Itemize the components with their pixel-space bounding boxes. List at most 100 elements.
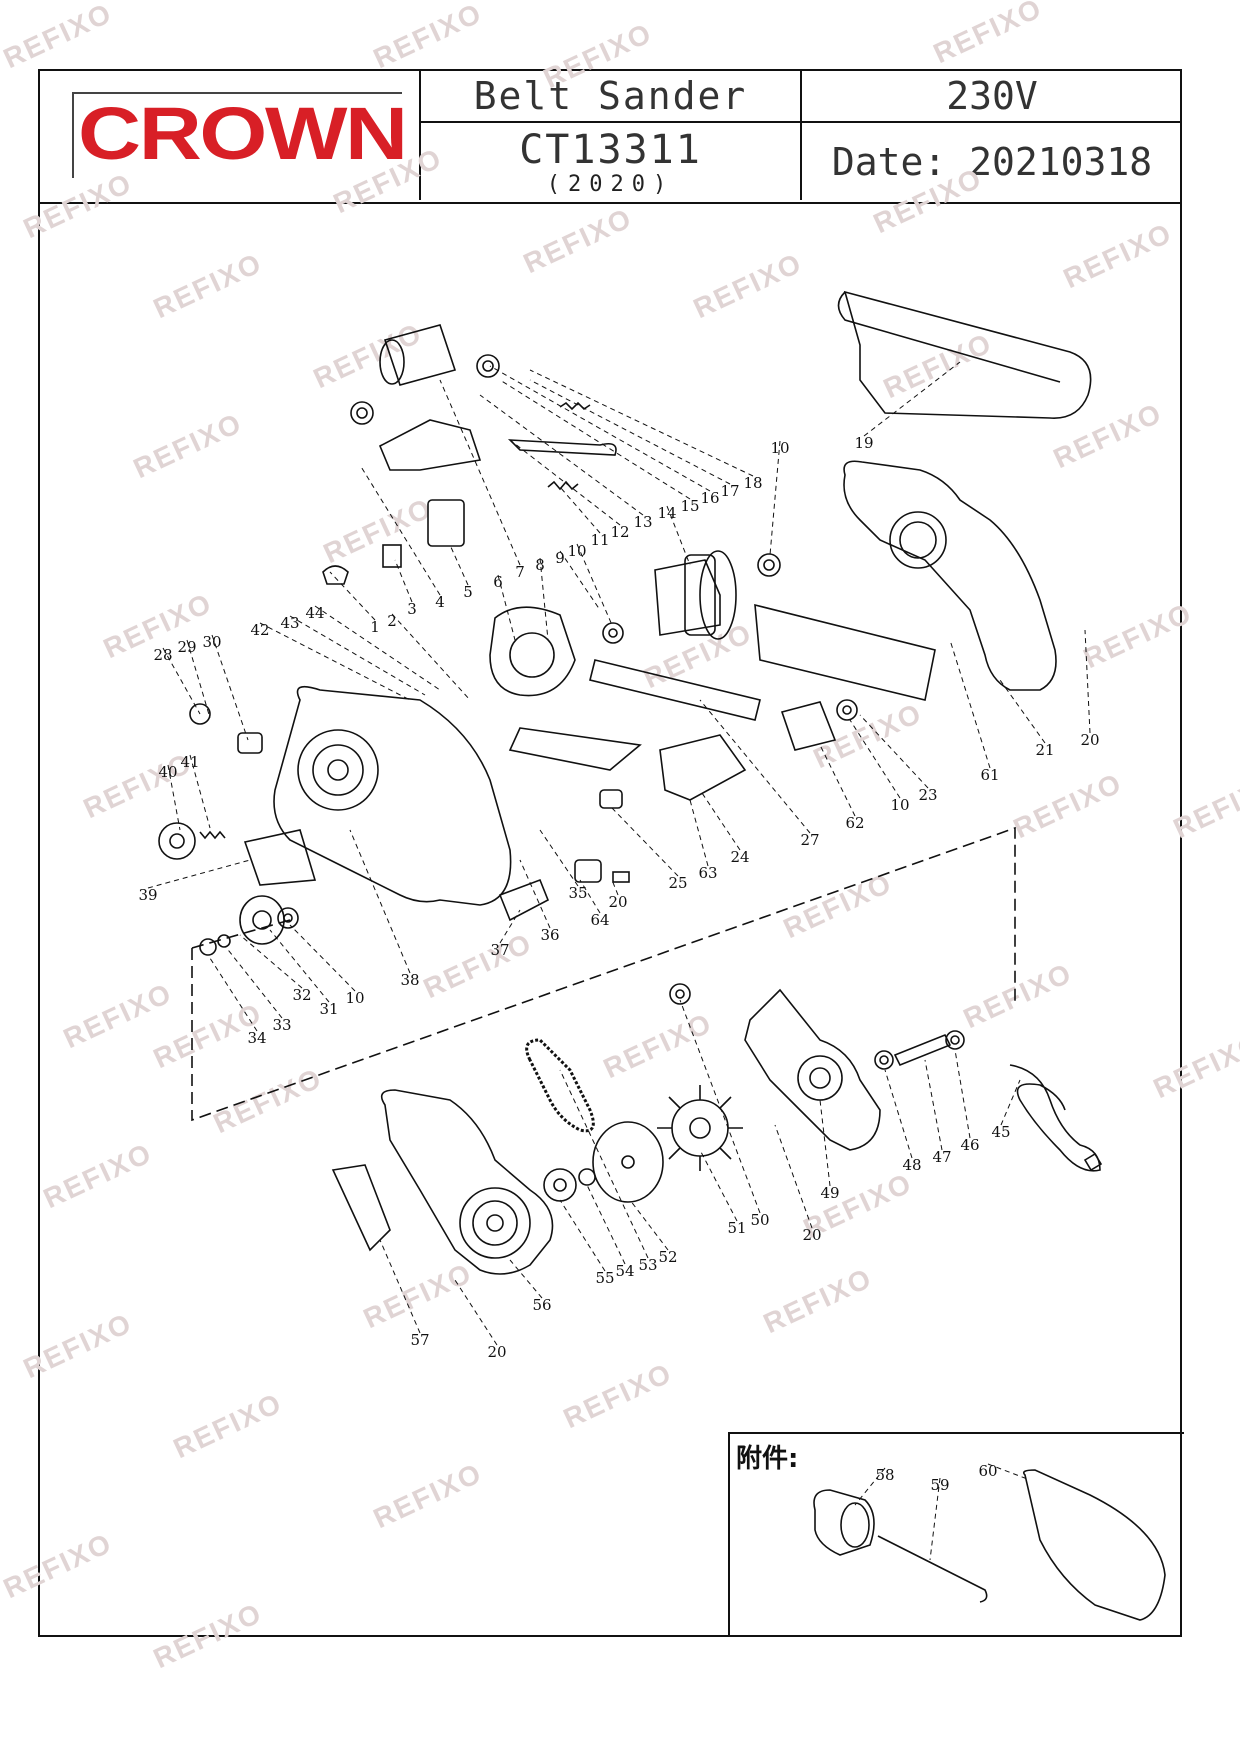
part-label-40: 40 xyxy=(158,763,177,781)
part-label-15: 15 xyxy=(680,497,699,515)
part-label-14: 14 xyxy=(657,504,676,522)
part-label-37: 37 xyxy=(490,941,509,959)
leader-line-59 xyxy=(929,1477,941,1561)
leader-line-48 xyxy=(884,1069,913,1159)
leader-line-64 xyxy=(579,879,601,914)
dust-bag xyxy=(1022,1469,1166,1621)
leader-line-21 xyxy=(999,679,1046,744)
leader-line-30 xyxy=(211,634,249,741)
part-label-18: 18 xyxy=(743,474,762,492)
leader-line-52 xyxy=(629,1199,669,1251)
leader-line-43 xyxy=(289,615,426,696)
leader-line-17 xyxy=(529,379,731,485)
part-label-55: 55 xyxy=(595,1269,614,1287)
part-label-25: 25 xyxy=(668,874,687,892)
leader-line-49 xyxy=(819,1099,831,1187)
leader-line-63 xyxy=(689,799,709,867)
tension-lever xyxy=(507,439,617,456)
logo-frame xyxy=(72,92,402,178)
cleaning-wire xyxy=(877,1535,988,1603)
part-label-21: 21 xyxy=(1035,741,1054,759)
leader-line-20 xyxy=(454,1279,498,1346)
leader-line-62 xyxy=(819,744,856,817)
leader-line-25 xyxy=(611,807,679,877)
toothed-belt xyxy=(525,1038,595,1133)
power-cord xyxy=(1009,1064,1101,1172)
part-label-19: 19 xyxy=(854,434,873,452)
leader-line-57 xyxy=(379,1239,421,1334)
belt-cover xyxy=(380,1089,554,1275)
motor-armature xyxy=(654,559,721,636)
part-label-36: 36 xyxy=(540,926,559,944)
idler-bearing xyxy=(836,699,858,721)
leader-line-10 xyxy=(576,543,613,626)
leader-line-27 xyxy=(699,699,811,834)
drawing-date: Date: 20210318 xyxy=(831,139,1153,184)
leader-line-54 xyxy=(586,1184,626,1265)
model-year: (2020) xyxy=(546,172,675,197)
part-label-60: 60 xyxy=(978,1462,997,1480)
leader-line-35 xyxy=(539,829,579,887)
part-label-41: 41 xyxy=(180,753,199,771)
leader-line-33 xyxy=(224,945,283,1019)
leader-line-60 xyxy=(987,1463,1031,1481)
sleeve-25 xyxy=(599,789,623,809)
part-label-53: 53 xyxy=(638,1256,657,1274)
leader-line-20 xyxy=(611,879,619,896)
part-label-59: 59 xyxy=(930,1476,949,1494)
part-label-38: 38 xyxy=(400,971,419,989)
model-cell: CT13311 (2020) xyxy=(421,123,802,200)
leader-line-58 xyxy=(854,1467,886,1506)
spacer-washer xyxy=(602,622,624,644)
pulley-bearing xyxy=(277,907,299,929)
leader-line-36 xyxy=(519,859,551,929)
part-label-1: 1 xyxy=(370,618,380,636)
part-label-20: 20 xyxy=(802,1226,821,1244)
part-label-48: 48 xyxy=(902,1156,921,1174)
leader-line-47 xyxy=(924,1059,943,1151)
sanding-belt xyxy=(843,290,1092,419)
leader-line-16 xyxy=(489,365,711,492)
part-label-45: 45 xyxy=(991,1123,1010,1141)
bearing-left xyxy=(350,401,374,425)
label-plate xyxy=(243,829,317,886)
leader-line-23 xyxy=(859,714,929,789)
model-number: CT13311 xyxy=(519,127,702,173)
leader-line-10 xyxy=(769,440,781,556)
leader-line-50 xyxy=(679,999,761,1214)
assembly-envelope xyxy=(191,826,1016,1122)
part-label-17: 17 xyxy=(720,482,739,500)
leader-line-24 xyxy=(699,789,741,851)
base-frame xyxy=(754,603,936,701)
leader-line-55 xyxy=(559,1199,606,1272)
title-block: CROWN Belt Sander 230V CT13311 (2020) Da… xyxy=(40,71,1182,204)
leader-line-53 xyxy=(559,1069,649,1259)
leader-line-15 xyxy=(499,379,691,500)
switch xyxy=(427,499,465,547)
leader-line-29 xyxy=(186,639,211,719)
part-label-35: 35 xyxy=(568,884,587,902)
part-label-52: 52 xyxy=(658,1248,677,1266)
leader-line-10 xyxy=(849,719,901,799)
leader-line-45 xyxy=(1000,1079,1021,1126)
leader-line-56 xyxy=(509,1259,543,1299)
leader-line-51 xyxy=(699,1149,738,1222)
part-label-10: 10 xyxy=(567,542,586,560)
gear-cover xyxy=(744,988,881,1151)
armature-bearing xyxy=(757,553,781,577)
part-label-8: 8 xyxy=(535,556,545,574)
screw-20 xyxy=(612,871,630,883)
part-label-4: 4 xyxy=(435,593,445,611)
knob-spring xyxy=(199,830,226,840)
drawing-sheet: CROWN Belt Sander 230V CT13311 (2020) Da… xyxy=(38,69,1184,1637)
output-shaft xyxy=(893,1033,952,1067)
part-label-61: 61 xyxy=(980,766,999,784)
voltage: 230V xyxy=(802,71,1182,123)
part-label-33: 33 xyxy=(272,1016,291,1034)
part-label-49: 49 xyxy=(820,1184,839,1202)
leader-line-11 xyxy=(559,486,601,534)
leader-line-37 xyxy=(499,909,521,944)
part-label-10: 10 xyxy=(890,796,909,814)
sanding-belt-edge xyxy=(837,291,1061,383)
leader-line-2 xyxy=(391,613,471,701)
